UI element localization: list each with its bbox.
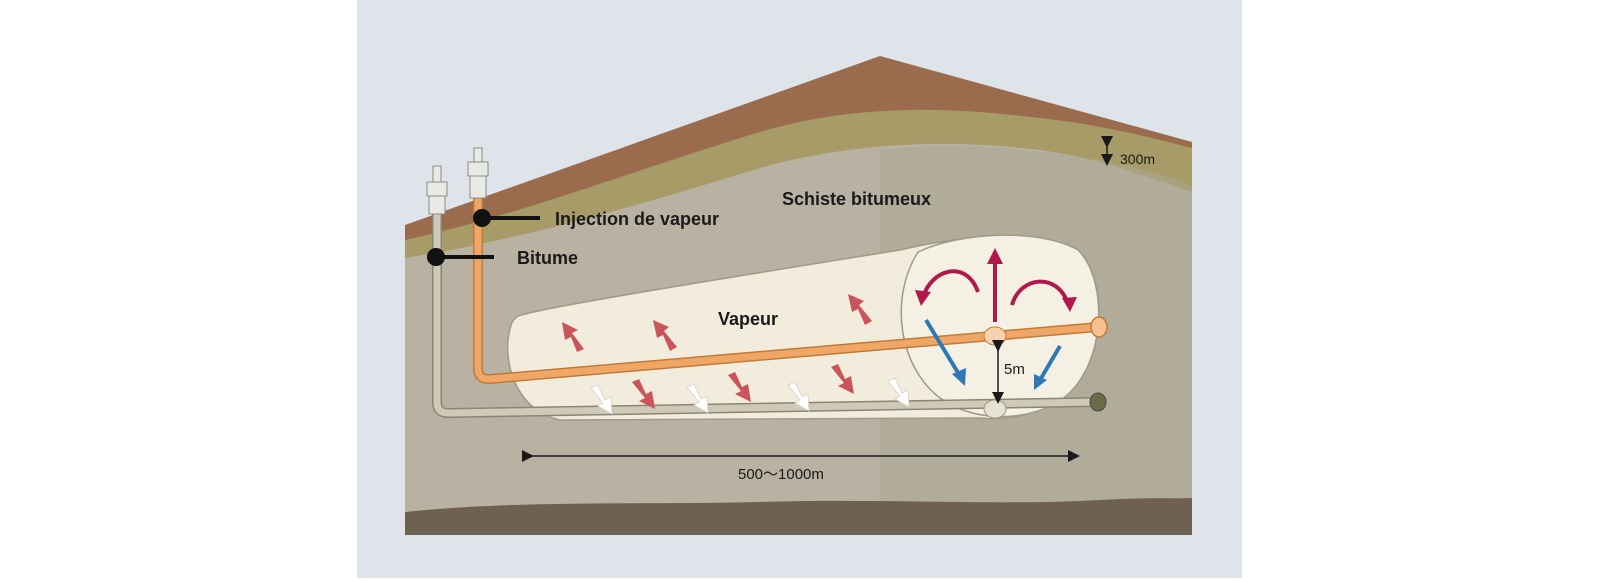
production-pipe-end [1089, 392, 1107, 412]
bitumen-wellhead-icon [426, 165, 448, 215]
condensate-arrows [924, 318, 1062, 382]
shale-label: Schiste bitumeux [782, 189, 931, 209]
overburden-dim-label: 300m [1120, 151, 1155, 167]
production-pipe-section [983, 399, 1007, 419]
steam-circulation-heads [915, 248, 1077, 312]
well-length-dim-label: 500～1000m [738, 466, 824, 483]
bedrock-layer [405, 498, 1192, 535]
steam-label: Vapeur [718, 309, 778, 329]
bitumen-label: Bitume [517, 248, 578, 268]
steam-injection-dot [473, 209, 491, 227]
injection-pipe-section [983, 326, 1007, 346]
oil-drain-arrows [632, 364, 854, 409]
condensate-heads [952, 368, 1047, 390]
well-spacing-dim-label: 5m [1004, 361, 1025, 378]
injection-pipe-end [1090, 316, 1108, 338]
steam-injection-label: Injection de vapeur [555, 209, 719, 229]
steam-wellhead-icon [467, 147, 489, 199]
steam-rise-arrows [562, 294, 872, 352]
steam-circulation-arrows [921, 258, 1070, 322]
bitumen-flow-arrows [590, 377, 910, 415]
bitumen-dot [427, 248, 445, 266]
